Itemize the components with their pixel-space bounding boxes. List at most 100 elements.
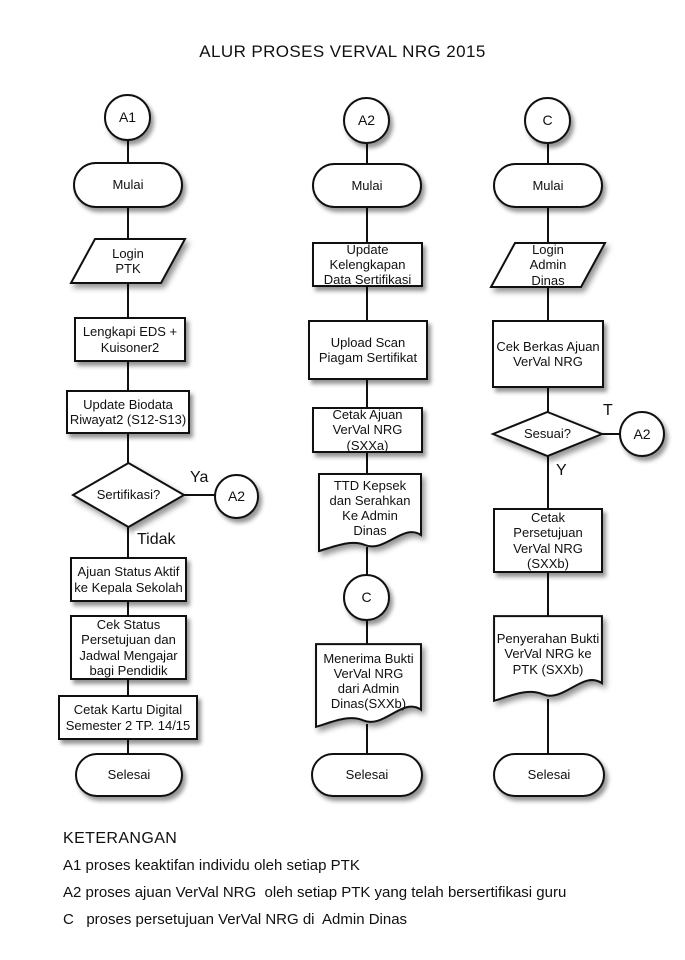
connector-label: A2	[633, 425, 651, 442]
process-a1-cetak-kartu: Cetak Kartu Digital Semester 2 TP. 14/15	[58, 695, 198, 740]
process-a1-biodata: Update Biodata Riwayat2 (S12-S13)	[66, 390, 190, 434]
edge-a1-4	[127, 360, 129, 392]
node-label: Selesai	[107, 767, 151, 783]
terminator-a2-end: Selesai	[311, 753, 423, 797]
parallelogram-shape	[490, 242, 606, 288]
node-label: Cek Berkas Ajuan VerVal NRG	[496, 338, 600, 369]
terminator-a1-start: Mulai	[73, 162, 183, 208]
edge-a2-4	[366, 378, 368, 409]
diamond-shape	[72, 462, 185, 528]
edge-label-t: T	[601, 402, 615, 420]
process-a1-cek-status: Cek Status Persetujuan dan Jadwal Mengaj…	[70, 615, 187, 680]
document-shape	[318, 473, 422, 553]
process-a1-eds: Lengkapi EDS + Kuisoner2	[74, 317, 186, 362]
connector-circle-a2-to-c: C	[343, 574, 390, 621]
edge-c-6	[547, 571, 549, 617]
edge-a1-yes	[183, 494, 216, 496]
io-a1-login: Login PTK	[70, 238, 186, 284]
process-c-cetak-persetujuan: Cetak Persetujuan VerVal NRG (SXXb)	[493, 508, 603, 573]
node-label: Cetak Kartu Digital Semester 2 TP. 14/15	[65, 702, 191, 733]
process-a2-update-kelengkapan: Update Kelengkapan Data Sertifikasi	[312, 242, 423, 287]
connector-label: C	[361, 589, 372, 606]
process-a2-cetak-ajuan: Cetak Ajuan VerVal NRG (SXXa)	[312, 407, 423, 453]
node-label: Menerima Bukti VerVal NRG dari Admin Din…	[323, 650, 414, 712]
edge-a1-8	[127, 678, 129, 697]
edge-c-1	[547, 141, 549, 165]
edge-a1-6	[127, 525, 129, 559]
node-label: Mulai	[112, 177, 144, 193]
edge-a2-7	[366, 618, 368, 645]
document-a2-ttd-kepsek: TTD Kepsek dan Serahkan Ke Admin Dinas	[318, 473, 422, 553]
edge-a2-5	[366, 451, 368, 475]
node-label: Selesai	[345, 767, 389, 783]
terminator-c-start: Mulai	[493, 163, 603, 208]
edge-a2-8	[366, 724, 368, 755]
document-shape	[315, 643, 422, 729]
edge-c-5	[547, 454, 549, 510]
edge-c-no	[601, 433, 621, 435]
edge-a1-1	[127, 138, 129, 165]
connector-circle-a1: A1	[104, 94, 151, 141]
node-label: Cek Status Persetujuan dan Jadwal Mengaj…	[79, 617, 178, 678]
edge-label-ya: Ya	[188, 469, 211, 487]
edge-c-2	[547, 206, 549, 244]
node-label: Update Kelengkapan Data Sertifikasi	[323, 241, 412, 288]
node-label: Update Biodata Riwayat2 (S12-S13)	[69, 396, 187, 427]
edge-a2-3	[366, 285, 368, 322]
edge-label-y: Y	[554, 462, 569, 480]
edge-a2-6	[366, 547, 368, 576]
parallelogram-shape	[70, 238, 186, 284]
node-label: TTD Kepsek dan Serahkan Ke Admin Dinas	[329, 477, 411, 539]
terminator-a1-end: Selesai	[75, 753, 183, 797]
node-label: Sertifikasi?	[96, 487, 161, 503]
node-label: Mulai	[351, 177, 383, 193]
edge-label-tidak: Tidak	[135, 531, 178, 549]
page-title: ALUR PROSES VERVAL NRG 2015	[199, 42, 486, 61]
connector-circle-a1-to-a2: A2	[214, 474, 259, 519]
connector-label: A2	[357, 112, 376, 129]
edge-a2-2	[366, 206, 368, 244]
node-label: Upload Scan Piagam Sertifikat	[318, 334, 418, 365]
node-label: Mulai	[532, 177, 564, 193]
legend-item-a2: A2 proses ajuan VerVal NRG oleh setiap P…	[63, 884, 567, 901]
connector-label: A2	[227, 488, 246, 505]
edge-c-3	[547, 285, 549, 322]
process-c-cek-berkas: Cek Berkas Ajuan VerVal NRG	[492, 320, 604, 388]
legend-item-a1: A1 proses keaktifan individu oleh setiap…	[63, 857, 360, 874]
decision-a1-sertifikasi: Sertifikasi?	[72, 462, 185, 528]
edge-a1-7	[127, 600, 129, 617]
edge-a1-2	[127, 205, 129, 241]
edge-a1-5	[127, 432, 129, 464]
process-a2-upload-scan: Upload Scan Piagam Sertifikat	[308, 320, 428, 380]
connector-label: A1	[118, 109, 137, 126]
node-label: Penyerahan Bukti VerVal NRG ke PTK (SXXb…	[496, 631, 600, 677]
document-c-penyerahan-bukti: Penyerahan Bukti VerVal NRG ke PTK (SXXb…	[493, 615, 603, 703]
edge-c-7	[547, 699, 549, 755]
node-label: Selesai	[527, 767, 571, 783]
edge-a1-9	[127, 738, 129, 755]
terminator-a2-start: Mulai	[312, 163, 422, 208]
process-a1-ajuan-status: Ajuan Status Aktif ke Kepala Sekolah	[70, 557, 187, 602]
legend-heading: KETERANGAN	[63, 830, 178, 847]
node-label: Lengkapi EDS + Kuisoner2	[82, 324, 178, 355]
decision-c-sesuai: Sesuai?	[492, 411, 603, 457]
node-label: Cetak Persetujuan VerVal NRG (SXXb)	[513, 510, 583, 571]
edge-c-4	[547, 386, 549, 413]
node-label: Cetak Ajuan VerVal NRG (SXXa)	[332, 407, 403, 453]
node-label: Login PTK	[112, 245, 144, 276]
edge-a2-1	[366, 141, 368, 165]
io-c-login-admin: Login Admin Dinas	[490, 242, 606, 288]
node-label: Login Admin Dinas	[529, 242, 567, 288]
connector-circle-c: C	[524, 97, 571, 144]
node-label: Sesuai?	[524, 426, 571, 442]
connector-label: C	[542, 112, 553, 129]
terminator-c-end: Selesai	[493, 753, 605, 797]
document-shape	[493, 615, 603, 703]
legend-item-c: C proses persetujuan VerVal NRG di Admin…	[63, 911, 408, 928]
legend: KETERANGAN A1 proses keaktifan individu …	[63, 830, 566, 938]
edge-a1-3	[127, 281, 129, 320]
diamond-shape	[492, 411, 603, 457]
document-a2-menerima-bukti: Menerima Bukti VerVal NRG dari Admin Din…	[315, 643, 422, 729]
connector-circle-a2: A2	[343, 97, 390, 144]
